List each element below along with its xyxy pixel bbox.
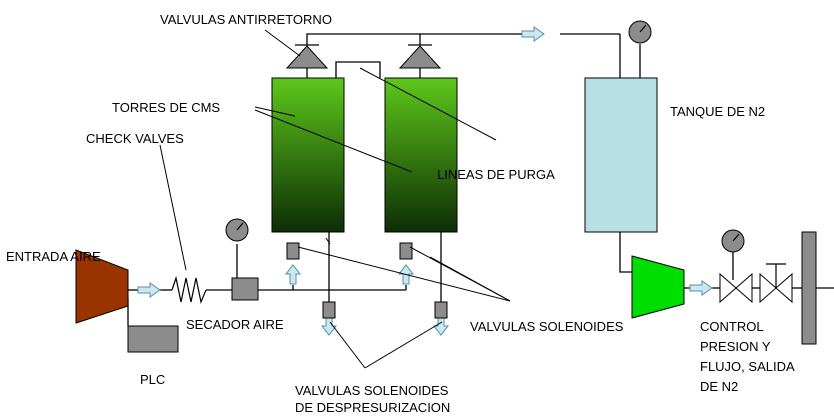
flow-arrow-down-left: [320, 315, 338, 336]
outlet-flange: [801, 231, 817, 345]
label-tanque-n2: TANQUE DE N2: [670, 104, 765, 119]
label-valvulas-solenoides: VALVULAS SOLENOIDES: [470, 319, 624, 334]
depressurization-solenoid-right: [434, 301, 448, 319]
outlet-pressure-gauge: [721, 229, 745, 253]
pressure-control-valve: [719, 272, 753, 304]
label-torres-cms: TORRES DE CMS: [112, 100, 220, 115]
nitrogen-tank: [584, 77, 658, 233]
pressure-gauges: [225, 20, 745, 253]
label-control-2: PRESION Y: [700, 339, 771, 354]
label-control-3: FLUJO, SALIDA: [700, 359, 795, 374]
label-check-valves: CHECK VALVES: [86, 131, 184, 146]
label-control-1: CONTROL: [700, 319, 764, 334]
flow-arrow-inlet: [137, 282, 161, 298]
outlet-compressor: [631, 255, 685, 319]
check-valve-spring: [171, 275, 207, 305]
leader-lines: [159, 29, 511, 369]
depressurization-solenoid-left: [322, 301, 336, 319]
flow-arrow-tank-inlet: [521, 26, 545, 42]
flow-arrow-up-left: [284, 264, 302, 285]
top-check-valve-right: [398, 44, 442, 69]
top-check-valve-left: [285, 44, 329, 69]
label-control-4: DE N2: [700, 379, 738, 394]
tank-pressure-gauge: [628, 20, 652, 44]
dryer-pressure-gauge: [225, 218, 249, 242]
flow-control-valve: [759, 263, 793, 304]
label-entrada-aire: ENTRADA AIRE: [6, 249, 101, 264]
inlet-compressor: [75, 249, 129, 324]
air-dryer-box: [231, 277, 259, 301]
inlet-solenoid-left: [286, 242, 300, 260]
labels: VALVULAS ANTIRRETORNO TORRES DE CMS CHEC…: [6, 12, 795, 415]
label-lineas-purga: LINEAS DE PURGA: [437, 167, 555, 182]
plc-box: [127, 325, 179, 353]
label-despres-1: VALVULAS SOLENOIDES: [295, 383, 449, 398]
inlet-solenoid-right: [399, 242, 413, 260]
cms-tower-left: [271, 77, 345, 233]
cms-tower-right: [384, 77, 458, 233]
label-despres-2: DE DESPRESURIZACION: [295, 400, 450, 412]
label-secador-aire: SECADOR AIRE: [186, 317, 284, 332]
label-valvulas-antirretorno: VALVULAS ANTIRRETORNO: [160, 12, 332, 27]
label-plc: PLC: [140, 372, 165, 387]
flow-arrow-outlet: [689, 280, 713, 296]
